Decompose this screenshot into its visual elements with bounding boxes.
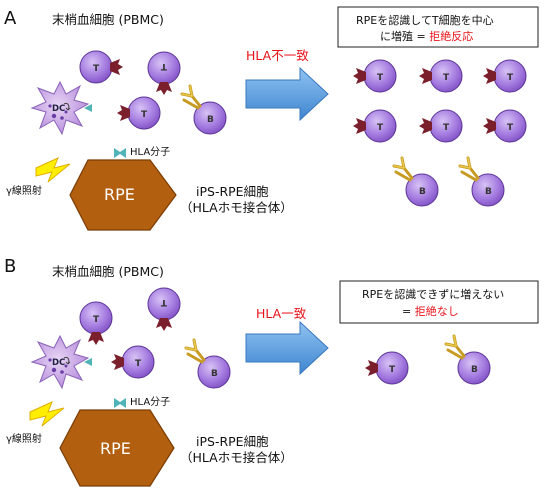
pbmc-label: 末梢血細胞 (PBMC) — [52, 264, 164, 279]
svg-text:T: T — [443, 123, 450, 133]
t-cell: T — [110, 345, 155, 379]
b-cell: B — [180, 84, 228, 136]
svg-text:B: B — [485, 187, 492, 197]
dc-t-hla-contact — [84, 358, 92, 366]
panel-letter: A — [4, 8, 17, 29]
t-cell: T — [79, 50, 124, 84]
t-cell: T — [364, 351, 409, 385]
t-cell: T — [418, 109, 463, 143]
svg-text:T: T — [160, 297, 167, 307]
ips-rpe-label: iPS-RPE細胞 — [196, 184, 269, 199]
svg-text:T: T — [507, 73, 514, 83]
dendritic-cell: DC — [31, 335, 89, 389]
panel-letter: B — [4, 256, 16, 277]
svg-text:T: T — [160, 61, 167, 71]
t-cell: T — [352, 59, 397, 93]
irradiation-label: γ線照射 — [6, 184, 42, 197]
panel-a: A 末梢血細胞 (PBMC) DC T T T B HLA分子 γ線照 — [4, 6, 539, 231]
svg-text:B: B — [211, 369, 218, 379]
t-cell: T — [352, 109, 397, 143]
svg-text:T: T — [93, 315, 100, 325]
rpe-label: RPE — [104, 185, 135, 204]
t-cell: T — [79, 301, 113, 346]
t-cell: T — [482, 59, 527, 93]
result-line-2: に増殖 = 拒絶反応 — [380, 29, 473, 43]
svg-text:B: B — [207, 115, 214, 125]
rpe-label: RPE — [100, 439, 131, 458]
svg-text:DC: DC — [52, 358, 65, 368]
svg-text:T: T — [377, 73, 384, 83]
b-cell: B — [184, 338, 232, 390]
svg-text:T: T — [443, 73, 450, 83]
process-arrow — [245, 320, 329, 376]
result-box — [339, 280, 539, 324]
b-cell: B — [458, 156, 506, 208]
hla-match-label: HLA不一致 — [246, 48, 309, 63]
rpe-cell — [59, 409, 175, 487]
hla-homozygous-label: （HLAホモ接合体） — [180, 450, 293, 465]
b-cell: B — [444, 334, 492, 386]
svg-text:T: T — [135, 359, 142, 369]
svg-text:T: T — [141, 110, 148, 120]
result-line-2: = 拒絶なし — [402, 304, 459, 318]
hla-match-label: HLA一致 — [256, 306, 307, 321]
t-cell: T — [116, 96, 161, 130]
hla-molecule-icon — [114, 398, 126, 408]
process-arrow — [245, 66, 329, 122]
t-cell: T — [482, 109, 527, 143]
b-cell: B — [392, 156, 440, 208]
lightning-bolt-icon — [29, 401, 65, 427]
svg-text:DC: DC — [52, 104, 65, 114]
irradiation-label: γ線照射 — [6, 432, 42, 445]
t-cell: T — [147, 287, 181, 332]
svg-text:B: B — [471, 365, 478, 375]
svg-text:T: T — [93, 64, 100, 74]
result-box — [337, 6, 539, 48]
rpe-cell — [69, 159, 177, 231]
svg-text:B: B — [419, 187, 426, 197]
lightning-bolt-icon — [35, 157, 71, 183]
dendritic-cell: DC — [31, 81, 89, 135]
svg-text:T: T — [507, 123, 514, 133]
panel-b: B 末梢血細胞 (PBMC) DC T T T B HLA分子 γ線照射 RPE — [4, 256, 539, 487]
hla-molecule-label: HLA分子 — [130, 146, 170, 158]
hla-homozygous-label: （HLAホモ接合体） — [180, 200, 293, 215]
t-cell: T — [147, 51, 181, 96]
result-line-1: RPEを認識できずに増えない — [362, 287, 504, 301]
svg-text:T: T — [389, 365, 396, 375]
hla-molecule-label: HLA分子 — [130, 396, 170, 408]
hla-molecule-icon — [114, 148, 126, 158]
t-cell: T — [418, 59, 463, 93]
pbmc-label: 末梢血細胞 (PBMC) — [52, 12, 164, 27]
dc-t-hla-contact — [84, 104, 92, 112]
svg-text:T: T — [377, 123, 384, 133]
ips-rpe-label: iPS-RPE細胞 — [196, 434, 269, 449]
result-line-1: RPEを認識してT細胞を中心 — [356, 13, 494, 27]
